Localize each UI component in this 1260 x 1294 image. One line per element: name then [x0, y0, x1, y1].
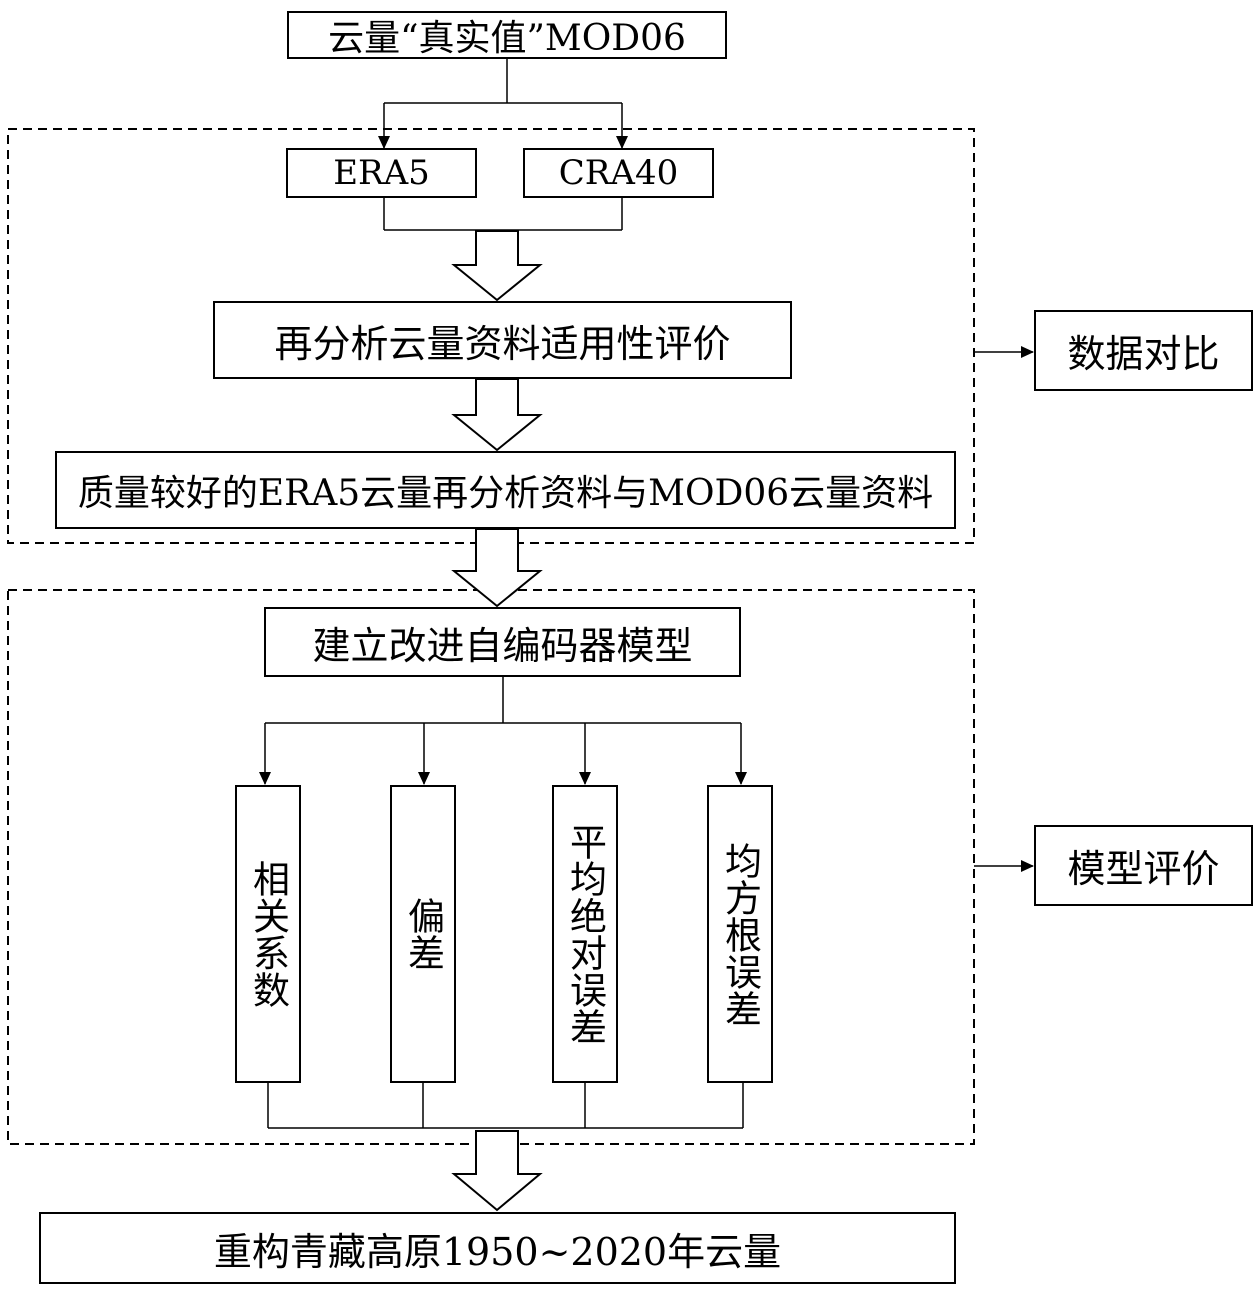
merge-connector-metrics [267, 1083, 744, 1129]
era5-node: ERA5 [286, 148, 477, 198]
datasets-label: 质量较好的ERA5云量再分析资料与MOD06云量资料 [77, 473, 934, 514]
data-compare-label-box: 数据对比 [1034, 310, 1253, 391]
metric-mae-node: 平均绝对误差 [552, 785, 618, 1083]
block-arrow-4 [451, 1130, 543, 1212]
data-compare-label: 数据对比 [1067, 332, 1220, 376]
source-label: 云量“真实值”MOD06 [328, 18, 686, 59]
metric-rmse-label: 均方根误差 [718, 841, 762, 1027]
merge-connector-reanalysis [383, 198, 623, 231]
metric-mae-label: 平均绝对误差 [563, 823, 607, 1045]
split-connector-metrics [259, 677, 747, 785]
era5-label: ERA5 [333, 153, 430, 193]
metric-corr-label: 相关系数 [246, 860, 290, 1008]
metric-bias-node: 偏差 [390, 785, 456, 1083]
block-arrow-1 [451, 230, 543, 302]
model-eval-label-box: 模型评价 [1034, 825, 1253, 906]
model-node: 建立改进自编码器模型 [264, 607, 741, 677]
model-label: 建立改进自编码器模型 [312, 623, 693, 668]
split-connector-source [378, 59, 628, 149]
cra40-node: CRA40 [523, 148, 714, 198]
metric-bias-label: 偏差 [401, 897, 445, 971]
source-node: 云量“真实值”MOD06 [287, 11, 727, 59]
block-arrow-3 [451, 528, 543, 608]
model-eval-label: 模型评价 [1067, 847, 1220, 891]
evaluation-label: 再分析云量资料适用性评价 [274, 321, 731, 366]
evaluation-node: 再分析云量资料适用性评价 [213, 301, 792, 379]
cra40-label: CRA40 [558, 153, 679, 193]
datasets-node: 质量较好的ERA5云量再分析资料与MOD06云量资料 [55, 451, 956, 529]
result-label: 重构青藏高原1950~2020年云量 [213, 1229, 782, 1274]
result-node: 重构青藏高原1950~2020年云量 [39, 1212, 956, 1284]
metric-corr-node: 相关系数 [235, 785, 301, 1083]
block-arrow-2 [451, 378, 543, 452]
metric-rmse-node: 均方根误差 [707, 785, 773, 1083]
